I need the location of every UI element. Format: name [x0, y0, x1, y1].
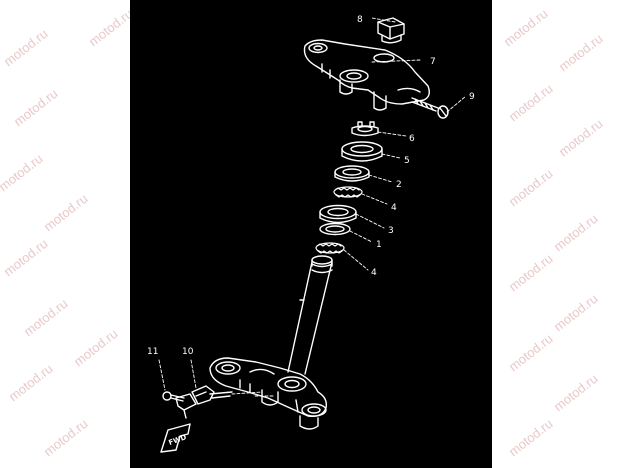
hose-bracket-part — [175, 385, 233, 419]
race-ring-part — [319, 222, 351, 236]
diagram-plate — [130, 0, 492, 468]
pinch-bolt-part — [411, 97, 449, 119]
upper-race-part — [334, 165, 370, 182]
upper-bracket-part — [303, 39, 431, 111]
ring-nut-part — [351, 121, 379, 137]
small-bolt-part — [162, 391, 185, 402]
ball-bearings-lower-part — [315, 242, 345, 254]
callout-11: 11 — [147, 347, 158, 357]
callout-4: 4 — [391, 203, 397, 213]
crown-nut-part — [377, 17, 405, 44]
callout-8: 8 — [357, 15, 363, 25]
lower-race-part — [319, 204, 357, 224]
callout-4-lower: 4 — [371, 268, 377, 278]
callout-5: 5 — [404, 156, 410, 166]
ball-bearings-upper-part — [333, 186, 363, 198]
callout-2: 2 — [396, 180, 402, 190]
forward-arrow-icon — [160, 423, 191, 453]
bearing-cover-part — [341, 141, 383, 162]
callout-6: 6 — [409, 134, 415, 144]
leader-lines — [158, 17, 467, 397]
callout-7: 7 — [430, 57, 436, 67]
steering-stem-part — [287, 255, 333, 375]
callout-10: 10 — [182, 347, 194, 357]
callout-1: 1 — [376, 240, 382, 250]
callout-9: 9 — [469, 92, 475, 102]
under-bracket-part — [209, 357, 328, 430]
callout-3: 3 — [388, 226, 394, 236]
